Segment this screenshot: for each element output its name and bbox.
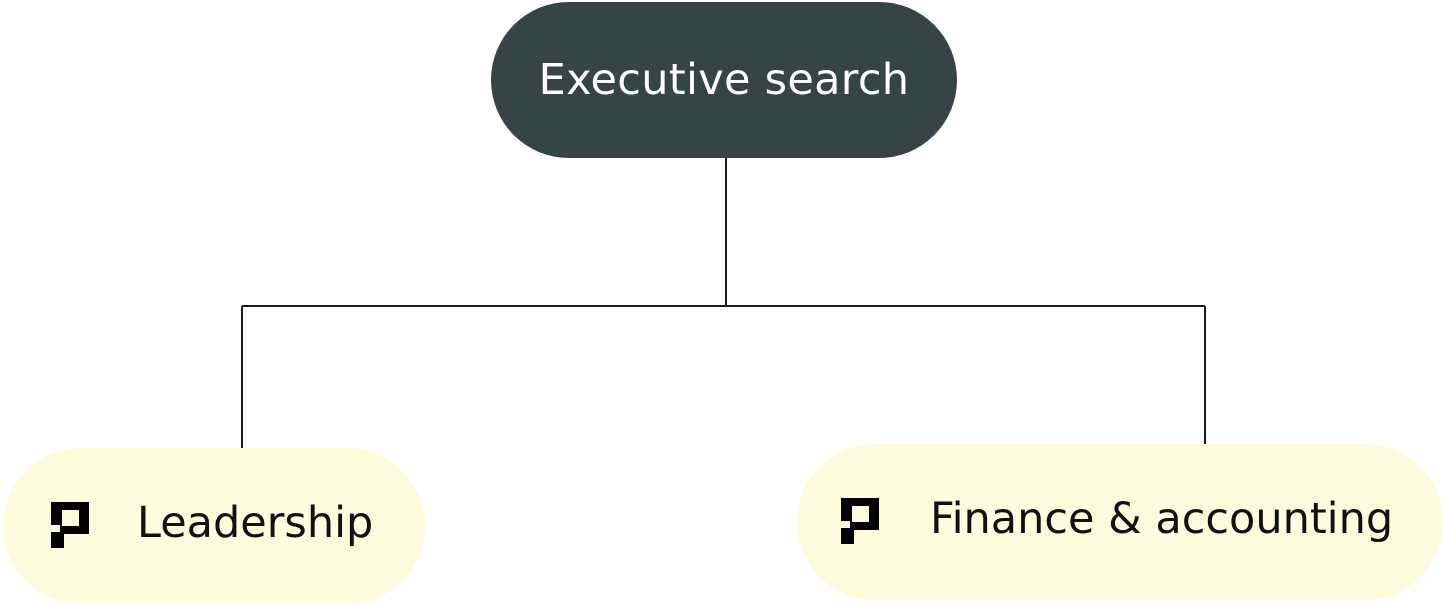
child-node-label: Finance & accounting — [930, 494, 1394, 544]
flag-icon — [51, 502, 89, 548]
flag-icon — [841, 498, 879, 544]
root-node-executive-search: Executive search — [491, 2, 957, 158]
child-node-finance-accounting: Finance & accounting — [797, 444, 1443, 600]
child-node-label: Leadership — [137, 498, 374, 548]
child-node-leadership: Leadership — [3, 448, 425, 604]
root-node-label: Executive search — [538, 55, 910, 105]
